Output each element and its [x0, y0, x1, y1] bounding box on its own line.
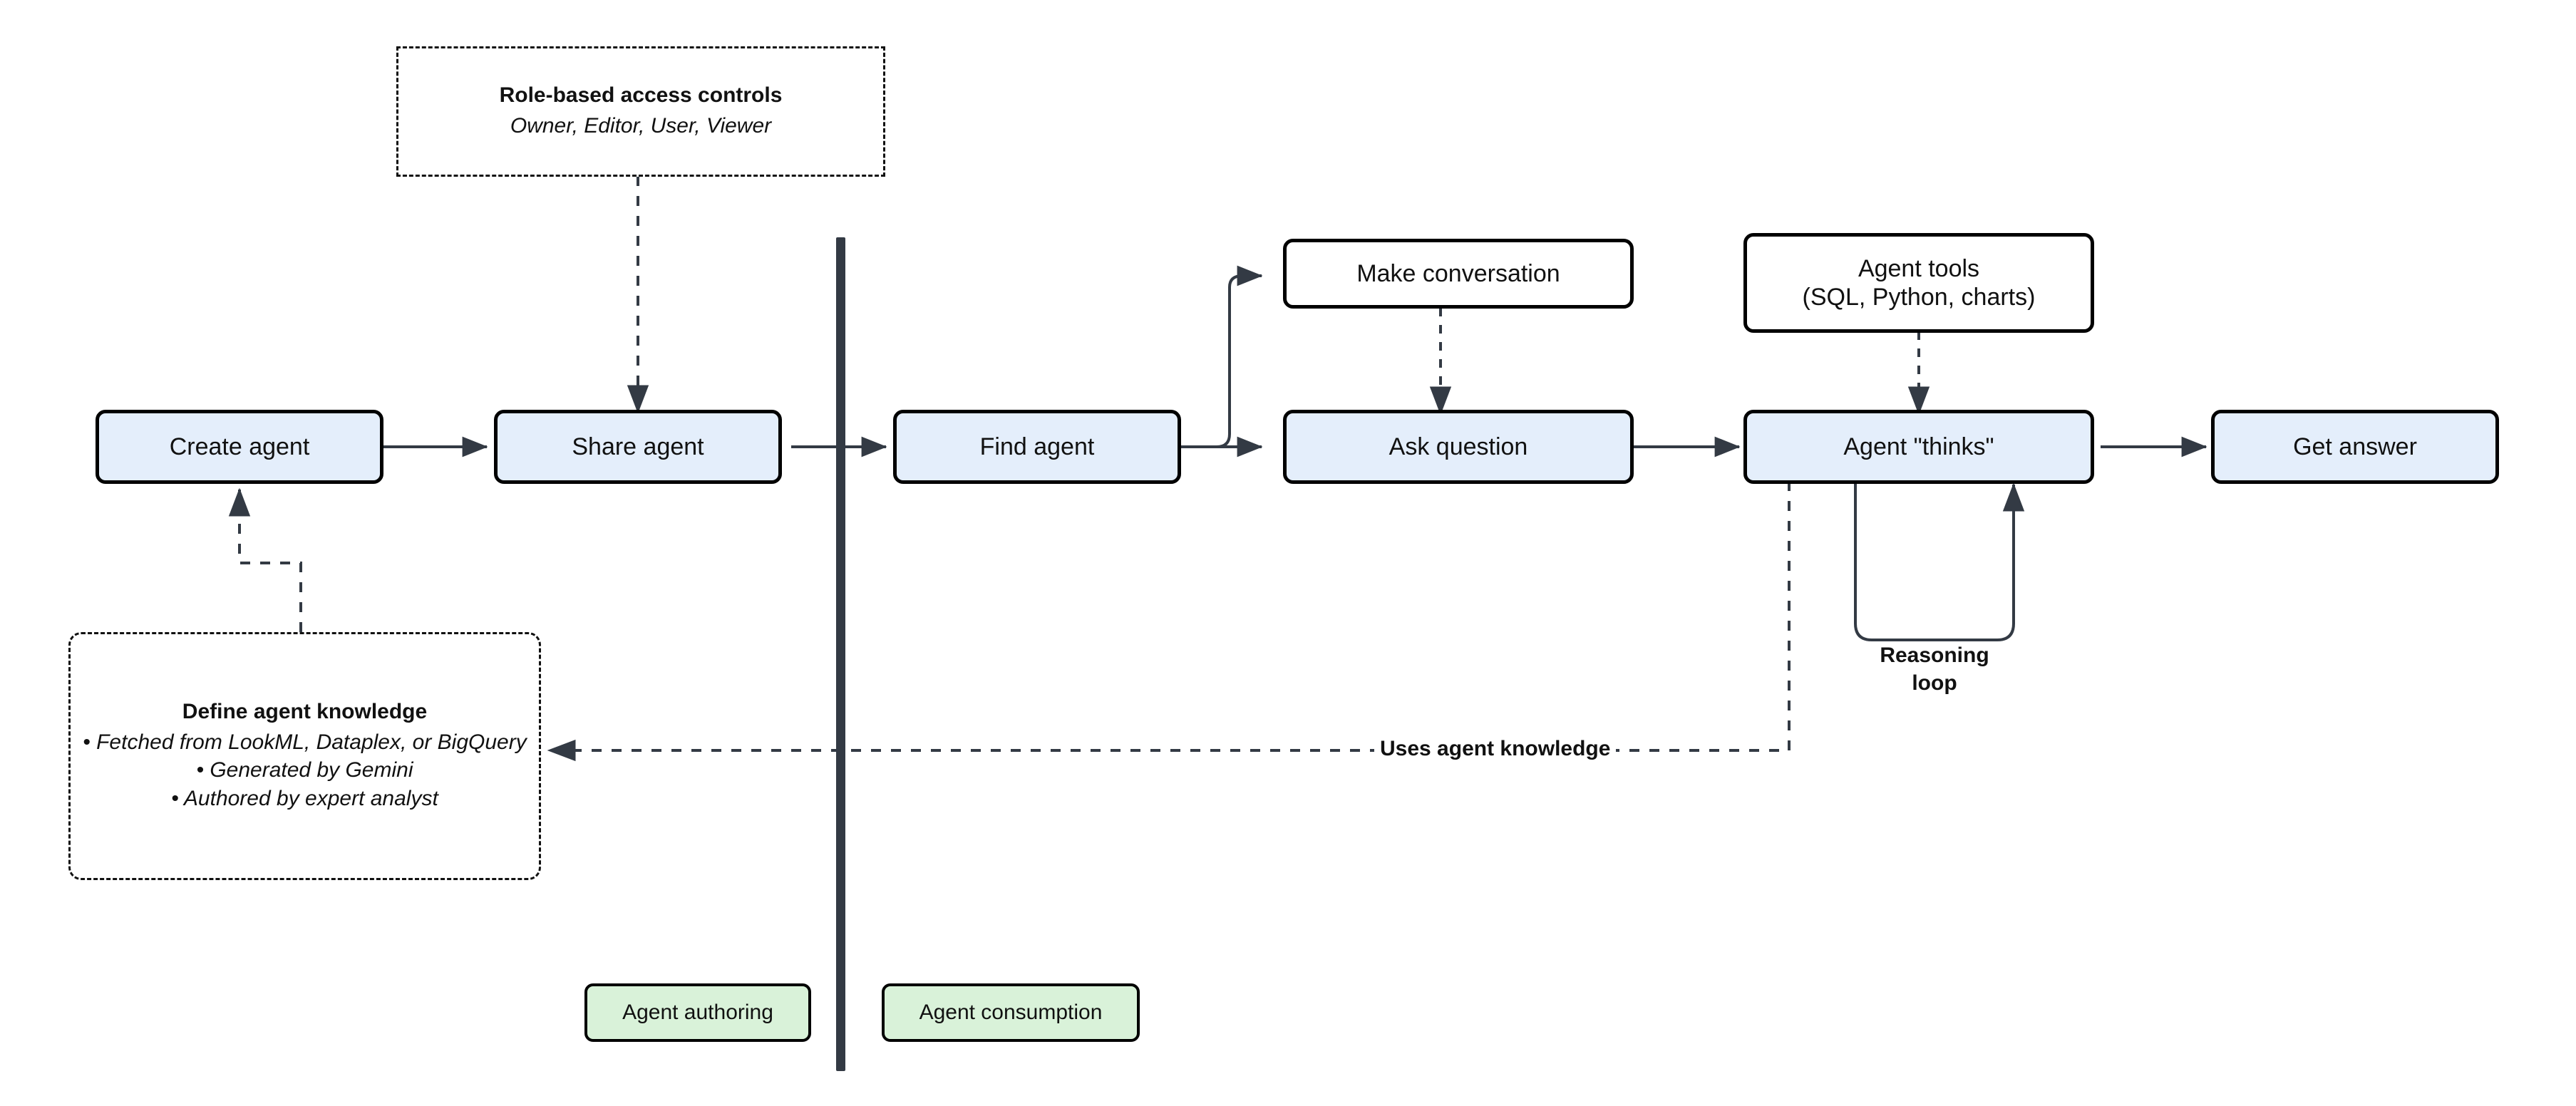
rbac-subtitle: Owner, Editor, User, Viewer [510, 113, 772, 138]
node-find-agent[interactable]: Find agent [893, 410, 1181, 484]
node-share-agent[interactable]: Share agent [494, 410, 782, 484]
node-ask-question-label: Ask question [1389, 433, 1528, 460]
legend-agent-consumption-label: Agent consumption [919, 1001, 1103, 1025]
node-find-agent-label: Find agent [979, 433, 1095, 460]
legend-agent-authoring-label: Agent authoring [622, 1001, 773, 1025]
node-agent-tools-label-line1: Agent tools [1858, 254, 1980, 282]
legend-agent-consumption[interactable]: Agent consumption [882, 983, 1140, 1042]
node-agent-tools[interactable]: Agent tools (SQL, Python, charts) [1743, 233, 2094, 333]
node-ask-question[interactable]: Ask question [1283, 410, 1634, 484]
node-share-agent-label: Share agent [572, 433, 704, 460]
edge-uses-agent-knowledge [547, 481, 1791, 762]
edge-reasoning-loop [1854, 479, 2025, 641]
authoring-consumption-divider [836, 237, 845, 1071]
uses-agent-knowledge-label: Uses agent knowledge [1374, 737, 1617, 761]
knowledge-title: Define agent knowledge [182, 699, 428, 723]
reasoning-loop-label-line2: loop [1912, 671, 1957, 695]
node-make-conversation[interactable]: Make conversation [1283, 239, 1634, 309]
legend-agent-authoring[interactable]: Agent authoring [584, 983, 811, 1042]
node-get-answer-label: Get answer [2293, 433, 2417, 460]
annotation-role-based-access-controls: Role-based access controls Owner, Editor… [396, 46, 885, 177]
node-get-answer[interactable]: Get answer [2211, 410, 2499, 484]
knowledge-bullet-2: • Authored by expert analyst [171, 786, 438, 810]
knowledge-bullet-0: • Fetched from LookML, Dataplex, or BigQ… [83, 730, 527, 754]
node-agent-tools-label-line2: (SQL, Python, charts) [1802, 284, 2036, 311]
node-create-agent[interactable]: Create agent [96, 410, 383, 484]
annotation-define-agent-knowledge: Define agent knowledge • Fetched from Lo… [68, 632, 541, 880]
reasoning-loop-label-line1: Reasoning [1880, 644, 1989, 667]
knowledge-bullet-list: • Fetched from LookML, Dataplex, or BigQ… [83, 728, 526, 813]
reasoning-loop-label: Reasoning loop [1849, 641, 2020, 697]
node-agent-thinks[interactable]: Agent "thinks" [1743, 410, 2094, 484]
node-create-agent-label: Create agent [169, 433, 310, 460]
node-make-conversation-label: Make conversation [1356, 259, 1560, 287]
knowledge-bullet-1: • Generated by Gemini [196, 758, 413, 782]
rbac-title: Role-based access controls [499, 83, 783, 107]
node-agent-thinks-label: Agent "thinks" [1843, 433, 1994, 460]
edge-knowledge-to-create [228, 487, 302, 632]
